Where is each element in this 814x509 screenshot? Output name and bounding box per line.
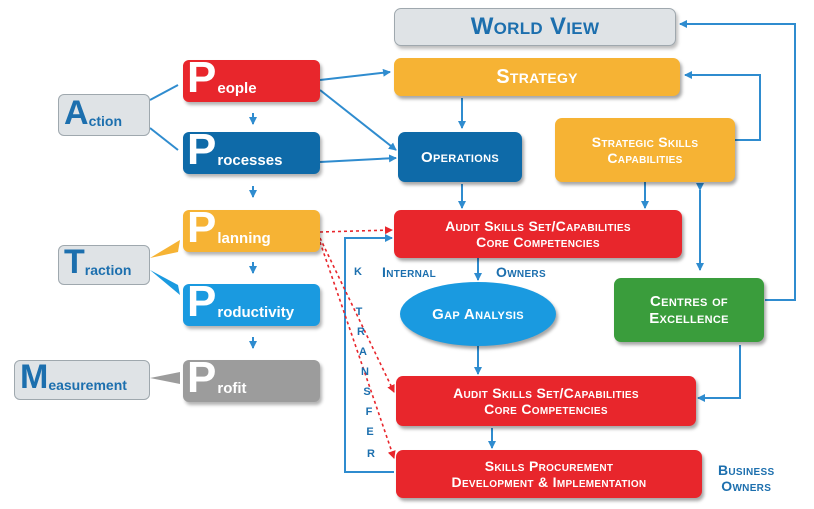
k-letter-5: S [363, 386, 371, 398]
p-profit-initial: P [187, 353, 217, 402]
p-planning: P lanning [183, 203, 320, 252]
box-strategy: Strategy [394, 58, 680, 96]
label-owners: Owners [496, 264, 546, 280]
arrow-people-operations [319, 89, 397, 151]
pointer-measurement-profit [150, 372, 180, 384]
arrow-action-people [149, 84, 179, 101]
audit-top-line2: Core Competencies [476, 234, 600, 250]
label-traction-initial: T [64, 243, 85, 281]
arrow-centres-worldview [679, 20, 796, 301]
box-operations: Operations [398, 132, 522, 182]
label-measurement-initial: M [20, 358, 49, 396]
box-strategic-skills: Strategic Skills Capabilities [555, 118, 735, 182]
procurement-line1: Skills Procurement [484, 458, 614, 474]
k-letter-0: K [354, 266, 362, 278]
arrow-action-processes [149, 127, 179, 151]
label-traction-rest: raction [84, 262, 132, 278]
audit-top-line1: Audit Skills Set/Capabilities [445, 218, 631, 234]
k-letter-7: E [366, 426, 374, 438]
audit-bottom-line1: Audit Skills Set/Capabilities [453, 385, 639, 401]
box-audit-top: Audit Skills Set/Capabilities Core Compe… [394, 210, 682, 258]
dotted-planning-procurement [319, 241, 396, 459]
label-traction: T raction [58, 245, 150, 285]
p-people-rest: eople [217, 80, 257, 97]
label-business-owners: Business Owners [718, 462, 774, 494]
label-measurement: M easurement [14, 360, 150, 400]
box-centres-excellence: Centres of Excellence [614, 278, 764, 342]
box-world-view: World View [394, 8, 676, 46]
gap-analysis-text: Gap Analysis [432, 305, 524, 323]
owners-line: Owners [721, 478, 772, 494]
strategy-text: Strategy [496, 65, 578, 88]
arrow-processes-operations [319, 154, 397, 163]
strategic-skills-line2: Capabilities [607, 150, 683, 166]
k-letter-3: A [359, 346, 367, 358]
p-profit-rest: rofit [217, 380, 247, 397]
k-letter-8: R [367, 448, 375, 460]
arrow-skills-strategy [684, 71, 761, 141]
pointer-traction-productivity [150, 270, 180, 295]
strategic-skills-line1: Strategic Skills [591, 134, 699, 150]
box-procurement: Skills Procurement Development & Impleme… [396, 450, 702, 498]
label-action-initial: A [64, 94, 89, 132]
p-people: P eople [183, 53, 320, 102]
p-planning-initial: P [187, 203, 217, 252]
operations-text: Operations [420, 148, 500, 166]
p-productivity: P roductivity [183, 277, 320, 326]
dotted-planning-audit-bottom [319, 237, 395, 393]
p-profit: P rofit [183, 353, 320, 402]
p-planning-rest: lanning [217, 230, 271, 247]
audit-bottom-line2: Core Competencies [484, 401, 608, 417]
p-productivity-rest: roductivity [217, 304, 295, 321]
k-letter-4: N [361, 366, 369, 378]
box-gap-analysis: Gap Analysis [400, 282, 556, 346]
business-line: Business [718, 462, 775, 478]
label-action-rest: ction [88, 113, 123, 129]
centres-line2: Excellence [649, 310, 729, 327]
k-letter-2: R [357, 326, 365, 338]
procurement-line2: Development & Implementation [451, 474, 647, 490]
label-action: A ction [58, 94, 150, 136]
pointer-traction-planning [150, 240, 180, 258]
arrow-ktransfer-loop [344, 234, 394, 473]
label-internal: Internal [382, 264, 437, 280]
label-measurement-rest: easurement [48, 377, 127, 393]
box-audit-bottom: Audit Skills Set/Capabilities Core Compe… [396, 376, 696, 426]
world-view-text: World View [470, 13, 600, 40]
k-letter-6: F [365, 406, 373, 418]
p-people-initial: P [187, 53, 217, 102]
dotted-planning-audit-top [319, 226, 393, 235]
arrow-centres-audit [697, 345, 741, 402]
k-letter-1: T [355, 306, 363, 318]
arrow-people-strategy [319, 68, 391, 81]
p-processes: P rocesses [183, 125, 320, 174]
p-processes-rest: rocesses [217, 152, 283, 169]
p-productivity-initial: P [187, 277, 217, 326]
p-processes-initial: P [187, 125, 217, 174]
centres-line1: Centres of [650, 293, 728, 310]
